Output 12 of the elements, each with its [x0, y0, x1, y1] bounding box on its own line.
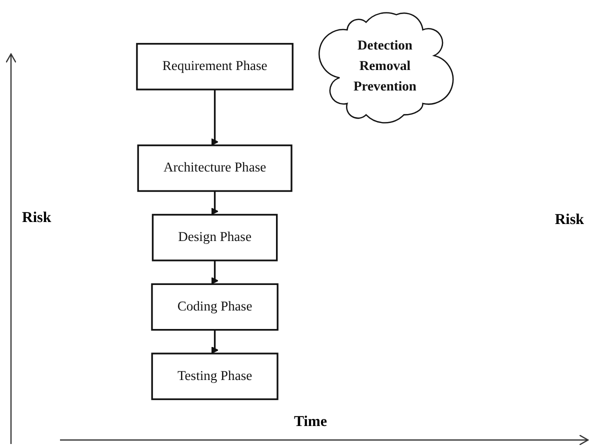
axis-label: Risk	[554, 212, 584, 229]
node-box: Architecture Phase	[137, 144, 292, 192]
arrow	[211, 260, 219, 284]
arrow	[211, 330, 219, 354]
axis-label: Time	[294, 414, 328, 431]
arrow	[211, 90, 219, 146]
axis-label: Risk	[22, 210, 52, 227]
node-box: Coding Phase	[151, 283, 278, 331]
node-box: Requirement Phase	[136, 42, 294, 90]
node-box: Design Phase	[152, 214, 278, 262]
arrow	[211, 191, 219, 216]
node-box: Testing Phase	[151, 352, 278, 400]
